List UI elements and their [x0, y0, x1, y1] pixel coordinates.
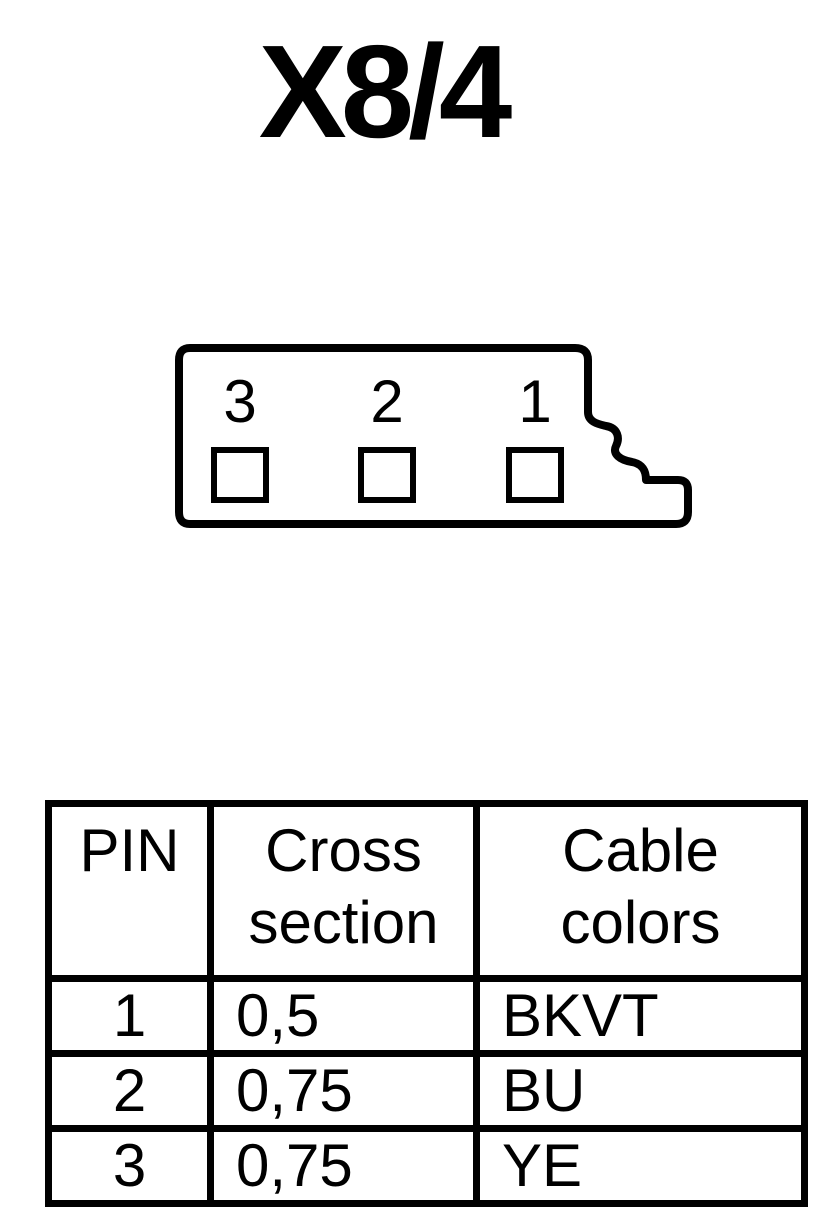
cell-cross-section: 0,75: [207, 1125, 480, 1207]
pin-socket-1: [506, 447, 564, 503]
cell-pin: 3: [45, 1125, 214, 1207]
header-cable-colors-line-2: colors: [560, 889, 721, 956]
table-row: 1 0,5 BKVT: [45, 975, 808, 1057]
table-row: 3 0,75 YE: [45, 1125, 808, 1207]
header-pin-line-1: PIN: [79, 817, 180, 884]
cell-cable-color: BU: [473, 1050, 808, 1132]
pin-socket-3: [211, 447, 269, 503]
cell-pin: 2: [45, 1050, 214, 1132]
header-pin: PIN: [45, 800, 214, 982]
header-cross-section-line-2: section: [248, 889, 439, 956]
header-cross-section-line-1: Cross: [265, 817, 422, 884]
header-cable-colors: Cable colors: [473, 800, 808, 982]
cell-cross-section: 0,5: [207, 975, 480, 1057]
cell-pin: 1: [45, 975, 214, 1057]
pin-label-3: 3: [223, 368, 256, 435]
connector-diagram: 3 2 1: [170, 340, 700, 535]
cell-cable-color: YE: [473, 1125, 808, 1207]
header-cross-section: Cross section: [207, 800, 480, 982]
pin-socket-2: [358, 447, 416, 503]
cell-cross-section: 0,75: [207, 1050, 480, 1132]
connector-outline-drawing: 3 2 1: [175, 344, 692, 528]
table-row: 2 0,75 BU: [45, 1050, 808, 1132]
pin-label-2: 2: [370, 368, 403, 435]
header-cable-colors-line-1: Cable: [562, 817, 719, 884]
cell-cable-color: BKVT: [473, 975, 808, 1057]
pin-label-1: 1: [518, 368, 551, 435]
connector-housing-outline: [175, 344, 692, 528]
pin-assignment-table: PIN Cross section Cable colors 1 0,5 BKV…: [45, 800, 808, 1207]
table-header-row: PIN Cross section Cable colors: [45, 800, 808, 982]
connector-title: X8/4: [258, 18, 513, 165]
